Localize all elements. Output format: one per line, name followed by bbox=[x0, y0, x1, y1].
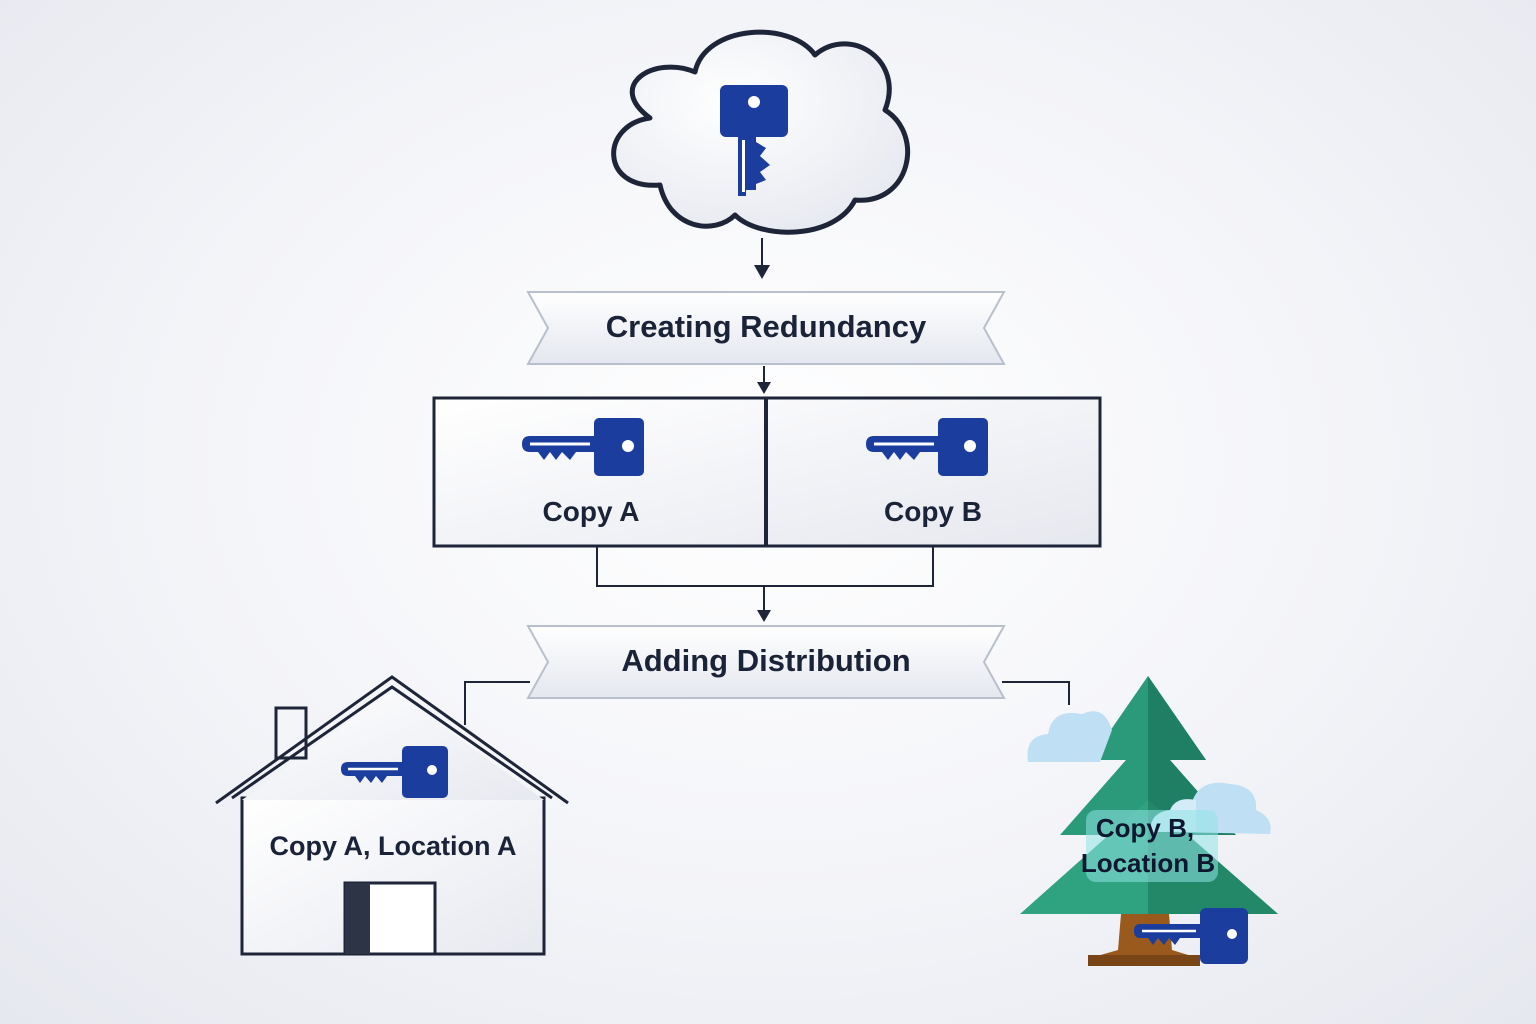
banner-distribution-label: Adding Distribution bbox=[621, 643, 910, 678]
key-icon bbox=[1134, 908, 1248, 964]
location-b-label-line1: Copy B, bbox=[1096, 813, 1194, 843]
key-icon bbox=[866, 418, 988, 476]
copy-boxes bbox=[432, 396, 1102, 548]
copy-a-label: Copy A bbox=[543, 496, 640, 527]
split-connector bbox=[464, 681, 1070, 725]
key-icon bbox=[720, 85, 788, 196]
arrow-down-icon bbox=[757, 366, 771, 394]
banner-redundancy-label: Creating Redundancy bbox=[606, 309, 927, 344]
location-a-label: Copy A, Location A bbox=[270, 831, 517, 861]
arrow-down-icon bbox=[754, 238, 770, 279]
merge-connector bbox=[596, 546, 934, 622]
key-icon bbox=[341, 746, 448, 798]
copy-b-label: Copy B bbox=[884, 496, 982, 527]
house-icon bbox=[215, 675, 569, 956]
banner-creating-redundancy: Creating Redundancy bbox=[526, 291, 1006, 365]
banner-adding-distribution: Adding Distribution bbox=[526, 625, 1006, 699]
key-icon bbox=[522, 418, 644, 476]
location-b-label-line2: Location B bbox=[1081, 848, 1215, 878]
